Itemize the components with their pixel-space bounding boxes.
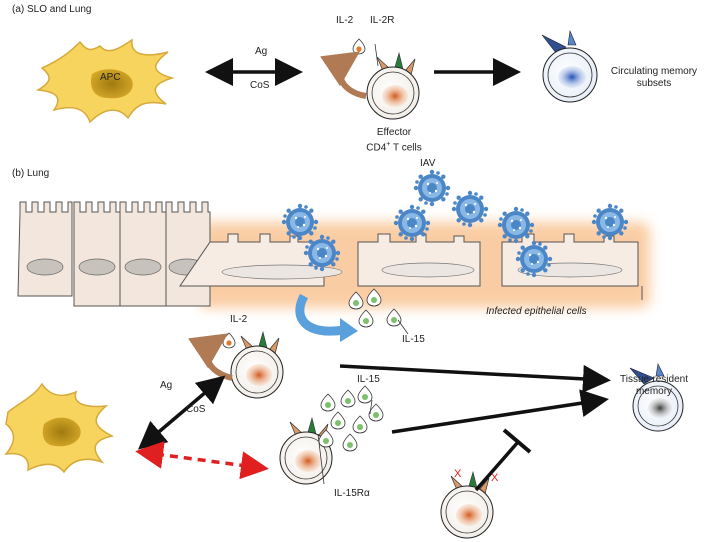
trm-label-line1: Tissue-resident (620, 374, 688, 385)
panel-b-title: (b) Lung (12, 168, 50, 179)
iav-label: IAV (420, 158, 436, 169)
effector-t-cell-a (366, 52, 420, 120)
il2-autocrine-arrow-a (320, 51, 367, 99)
apc-cell-b (4, 382, 115, 474)
il2-label-b: IL-2 (230, 314, 248, 325)
ag-label-b: Ag (160, 380, 173, 391)
infected-cells-label: Infected epithelial cells (486, 306, 587, 317)
x-mark-1: X (454, 468, 462, 480)
il15-label-lower: IL-15 (357, 374, 380, 385)
x-mark-2: X (491, 472, 499, 484)
il2-autocrine-arrow-b (188, 333, 233, 381)
circulating-memory-label-line2: subsets (636, 78, 672, 89)
apc-il15-red-arrow (135, 441, 269, 480)
cos-label-a: CoS (250, 80, 270, 91)
effector-label-line2: CD4+ T cells (366, 141, 422, 154)
cos-label-b: CoS (186, 404, 206, 415)
trm-label-line2: memory (635, 386, 673, 397)
effector-label-line1: Effector (376, 127, 412, 138)
ag-cos-arrow-b (137, 375, 226, 450)
il2r-label: IL-2R (370, 15, 395, 26)
il2r-pointer-line (374, 43, 379, 67)
il15ra-label: IL-15Rα (334, 488, 370, 499)
il15ra-t-cell (279, 417, 333, 485)
panel-a-title: (a) SLO and Lung (12, 4, 92, 15)
il2-molecule-a (352, 38, 366, 55)
ag-label-a: Ag (255, 46, 268, 57)
circulating-memory-cell (541, 29, 598, 103)
apc-cell-a (35, 38, 175, 124)
tissue-resident-memory-cell (629, 363, 684, 432)
il15-label-top: IL-15 (402, 334, 425, 345)
il2-label-a: IL-2 (336, 15, 354, 26)
inhibition-bar (474, 428, 532, 492)
to-trm-arrow-1 (339, 364, 611, 393)
il15-molecules-lower (318, 385, 384, 452)
il15-release-arrow (295, 293, 345, 336)
circulating-memory-label-line1: Circulating memory (610, 66, 698, 77)
effector-t-cell-b (230, 331, 284, 399)
to-trm-arrow-2 (391, 389, 609, 434)
apc-label-a: APC (100, 72, 121, 83)
